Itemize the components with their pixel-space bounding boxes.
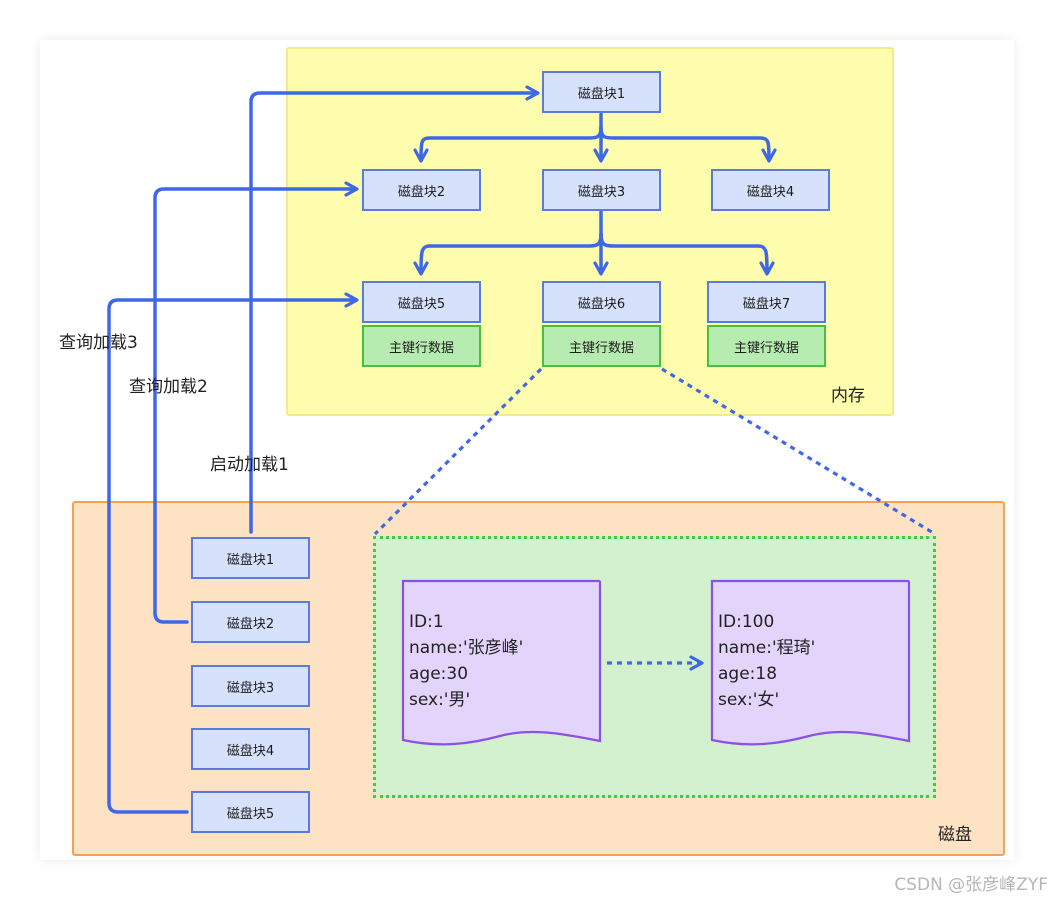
disk-block-3: 磁盘块3	[191, 665, 310, 707]
zoom-line-left	[373, 367, 543, 536]
tree-arrow-b3-b7	[599, 232, 775, 276]
memory-disk-block-3: 磁盘块3	[542, 169, 661, 211]
record-1-sex: sex:'男'	[409, 690, 471, 710]
watermark: CSDN @张彦峰ZYF	[894, 875, 1048, 895]
memory-label: 内存	[831, 386, 865, 406]
tree-arrow-b1-b2	[413, 126, 603, 163]
disk-block-2: 磁盘块2	[191, 601, 310, 643]
query-load-2-arrow	[153, 181, 359, 624]
tree-arrow-b3-b5	[413, 232, 603, 276]
query-load-2-label: 查询加载2	[129, 377, 208, 397]
record-2-name: name:'程琦'	[718, 638, 816, 658]
record-1-name: name:'张彦峰'	[409, 638, 524, 658]
memory-disk-block-2: 磁盘块2	[362, 169, 481, 211]
record-2-id: ID:100	[718, 612, 775, 632]
record-1-id: ID:1	[409, 612, 444, 632]
disk-block-5: 磁盘块5	[191, 791, 310, 833]
record-2: ID:100 name:'程琦' age:18 sex:'女'	[718, 609, 815, 713]
memory-disk-block-4: 磁盘块4	[711, 169, 830, 211]
memory-disk-block-1: 磁盘块1	[542, 71, 661, 113]
record-shape-1	[401, 579, 602, 746]
query-load-3-arrow	[107, 292, 359, 814]
row-data-block-7: 主键行数据	[707, 325, 826, 367]
row-data-block-5: 主键行数据	[362, 325, 481, 367]
zoom-line-right	[661, 367, 936, 536]
tree-arrow-b1-b4	[599, 126, 777, 163]
record-1-age: age:30	[409, 664, 469, 684]
record-2-age: age:18	[718, 664, 778, 684]
query-load-3-label: 查询加载3	[59, 333, 138, 353]
disk-block-4: 磁盘块4	[191, 728, 310, 770]
disk-block-1: 磁盘块1	[191, 537, 310, 579]
disk-label: 磁盘	[938, 825, 972, 845]
record-shape-2	[710, 579, 911, 746]
memory-disk-block-7: 磁盘块7	[707, 281, 826, 323]
record-1: ID:1 name:'张彦峰' age:30 sex:'男'	[409, 609, 523, 713]
memory-disk-block-6: 磁盘块6	[542, 281, 661, 323]
memory-disk-block-5: 磁盘块5	[362, 281, 481, 323]
record-2-sex: sex:'女'	[718, 690, 780, 710]
row-data-block-6: 主键行数据	[542, 325, 661, 367]
startup-load-label: 启动加载1	[210, 455, 289, 475]
startup-load-arrow	[249, 85, 540, 534]
